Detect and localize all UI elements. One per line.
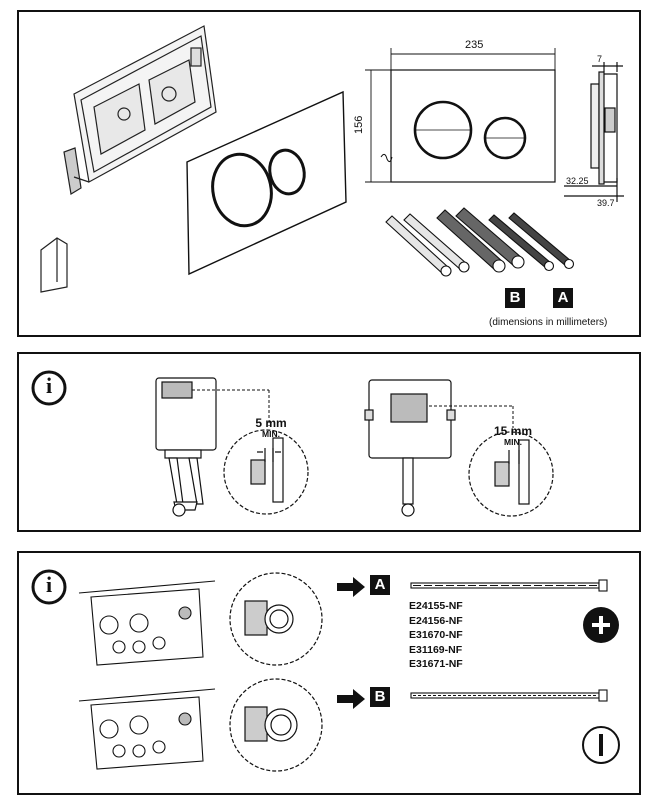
- cistern-narrow: [155, 377, 217, 517]
- side-depth-top: 7: [597, 54, 602, 64]
- slotted-head-icon: [582, 726, 620, 764]
- zoom-circle-bottom: [229, 678, 323, 772]
- plate-side-view: [564, 62, 624, 202]
- label-a-box: A: [553, 288, 573, 308]
- info-icon: [31, 569, 67, 605]
- arrow-a-icon: [337, 577, 365, 597]
- instruction-leaflet: [40, 237, 68, 293]
- detail-circle-1: [223, 429, 309, 515]
- side-depth-b: 39.7: [597, 198, 615, 208]
- label-b-box: B: [505, 288, 525, 308]
- screw-a-long: [410, 579, 608, 592]
- width-dimension: 235: [465, 39, 483, 51]
- detail-circle-2: [468, 431, 554, 517]
- product-code: E24155-NF: [409, 600, 463, 612]
- product-code: E24156-NF: [409, 614, 463, 627]
- clearance-5mm: 5 mm MIN.: [247, 416, 295, 440]
- screw-a-1: [488, 214, 555, 272]
- clearance-5mm-min: MIN.: [262, 429, 280, 439]
- info-icon-glyph: i: [45, 373, 53, 398]
- height-dimension: 156: [353, 116, 365, 134]
- zoom-circle-top: [229, 572, 323, 666]
- screw-a-2: [508, 212, 575, 270]
- clearance-15mm-min: MIN.: [504, 437, 522, 447]
- screw-b-long: [410, 689, 608, 702]
- flush-plate: [186, 90, 347, 276]
- plate-front-view: [380, 69, 556, 183]
- screw-b-3: [436, 209, 506, 273]
- dimension-lines: [365, 48, 556, 183]
- arrow-b-icon: [337, 689, 365, 709]
- label-a-box: A: [370, 575, 390, 595]
- product-codes-list: E24155-NF E24156-NF E31670-NF E31169-NF …: [409, 599, 463, 672]
- clearance-15mm-value: 15 mm: [493, 424, 533, 438]
- parts-drawing: 235 156 7 32.25 39.7: [40, 25, 624, 293]
- clearance-5mm-value: 5 mm: [255, 416, 287, 430]
- product-code: E31670-NF: [409, 629, 463, 641]
- cistern-wide: [364, 379, 456, 517]
- clearance-15mm: 15 mm MIN.: [489, 424, 537, 448]
- phillips-head-icon: [583, 607, 619, 643]
- clearance-panel: i 5 mm MIN. 15 mm MIN.: [17, 352, 641, 532]
- screws-set: [385, 207, 575, 277]
- product-code: E31169-NF: [409, 643, 463, 656]
- dimensions-note: (dimensions in millimeters): [489, 317, 608, 328]
- parts-dimensions-panel: 235 156 7 32.25 39.7: [17, 10, 641, 337]
- product-code: E31671-NF: [409, 658, 463, 670]
- clearance-drawing: [31, 370, 554, 517]
- info-icon-glyph: i: [45, 572, 53, 597]
- screw-b-2: [403, 213, 470, 273]
- frame-detail-bottom: [78, 688, 216, 770]
- info-icon: [31, 370, 67, 406]
- screw-selection-panel: i A B E24155-NF E24156-NF E31670-NF E311…: [17, 551, 641, 795]
- screw-b-4: [455, 207, 525, 269]
- screw-selection-drawing: [31, 569, 620, 772]
- screw-b-1: [385, 215, 452, 277]
- mounting-frame: [63, 25, 217, 195]
- frame-detail-top: [78, 580, 216, 666]
- side-depth-a: 32.25: [566, 176, 589, 186]
- label-b-box: B: [370, 687, 390, 707]
